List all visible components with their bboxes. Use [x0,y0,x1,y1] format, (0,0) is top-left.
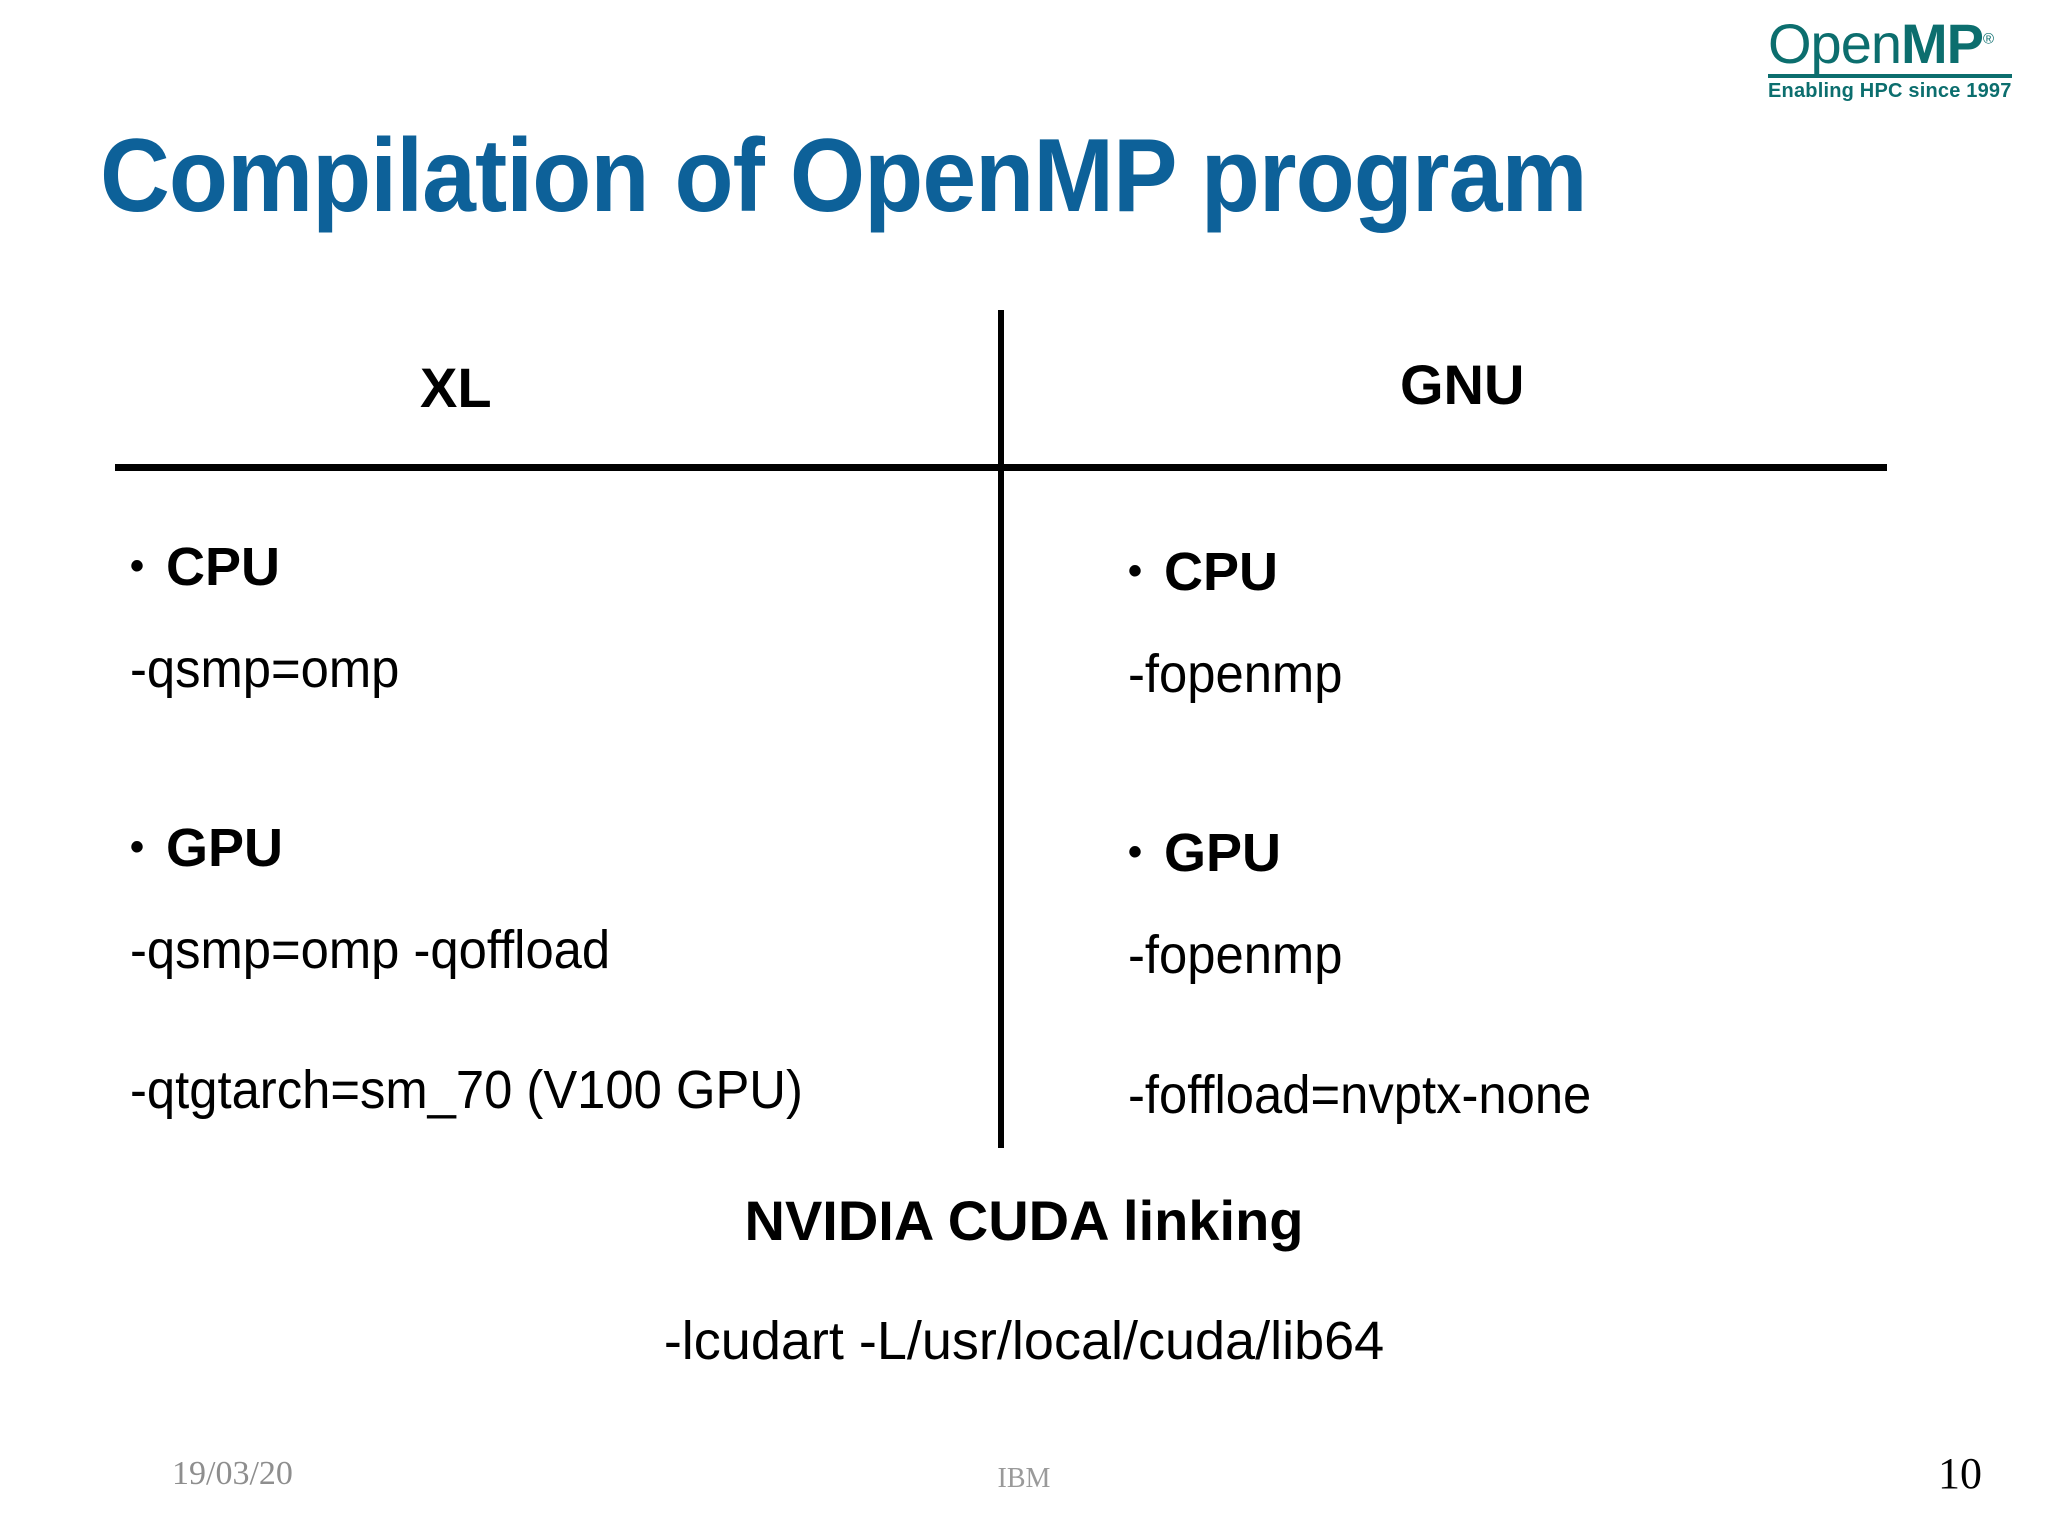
compiler-flag-xl-cpu-1: -qsmp=omp [130,639,400,699]
footer-page-number: 10 [1938,1449,1982,1498]
compiler-flag-gnu-cpu-1: -fopenmp [1128,644,1343,704]
spacer [130,696,950,821]
bullet-icon: • [130,544,145,588]
openmp-logo: OpenMP® Enabling HPC since 1997 [1768,16,2024,101]
compiler-flag-gnu-gpu-1: -fopenmp [1128,925,1343,985]
compiler-flag-xl-gpu-2: -qtgtarch=sm_70 (V100 GPU) [130,1060,803,1120]
list-item-cpu-gnu: • CPU [1128,545,1928,599]
table-column-divider [998,310,1004,1148]
list-item-gpu-xl: • GPU [130,821,950,875]
list-item-label: CPU [1164,542,1279,602]
column-header-gnu: GNU [1400,353,1525,416]
bullet-icon: • [1128,549,1143,593]
openmp-logo-tagline: Enabling HPC since 1997 [1768,80,2012,102]
spacer [130,977,950,1063]
footer-date: 19/03/20 [172,1455,293,1492]
spacer [1128,701,1928,826]
openmp-logo-wordmark: OpenMP® [1768,16,2024,72]
spacer [130,594,950,642]
list-item-label: GPU [166,818,284,878]
footer-organization: IBM [997,1463,1051,1494]
list-item-cpu-xl: • CPU [130,540,950,594]
registered-trademark-icon: ® [1983,30,1994,48]
slide-title: Compilation of OpenMP program [100,118,1587,234]
compiler-flag-xl-gpu-1: -qsmp=omp -qoffload [130,920,611,980]
compiler-flag-gnu-gpu-2: -foffload=nvptx-none [1128,1065,1592,1125]
bullet-icon: • [1128,830,1143,874]
openmp-logo-underline [1768,74,2012,78]
cuda-linking-flags: -lcudart -L/usr/local/cuda/lib64 [663,1311,1385,1371]
list-item-label: GPU [1164,823,1282,883]
spacer [1128,982,1928,1068]
column-body-gnu: • CPU -fopenmp • GPU -fopenmp -foffload=… [1128,545,1928,1122]
column-header-xl: XL [420,356,492,419]
list-item-label: CPU [166,537,281,597]
bullet-icon: • [130,825,145,869]
cuda-linking-heading: NVIDIA CUDA linking [744,1189,1304,1252]
list-item-gpu-gnu: • GPU [1128,826,1928,880]
openmp-logo-open-text: Open [1768,12,1902,75]
spacer [1128,599,1928,647]
spacer [1128,880,1928,928]
openmp-logo-mp-text: MP [1901,12,1984,75]
spacer [130,875,950,923]
column-body-xl: • CPU -qsmp=omp • GPU -qsmp=omp -qoffloa… [130,540,950,1117]
